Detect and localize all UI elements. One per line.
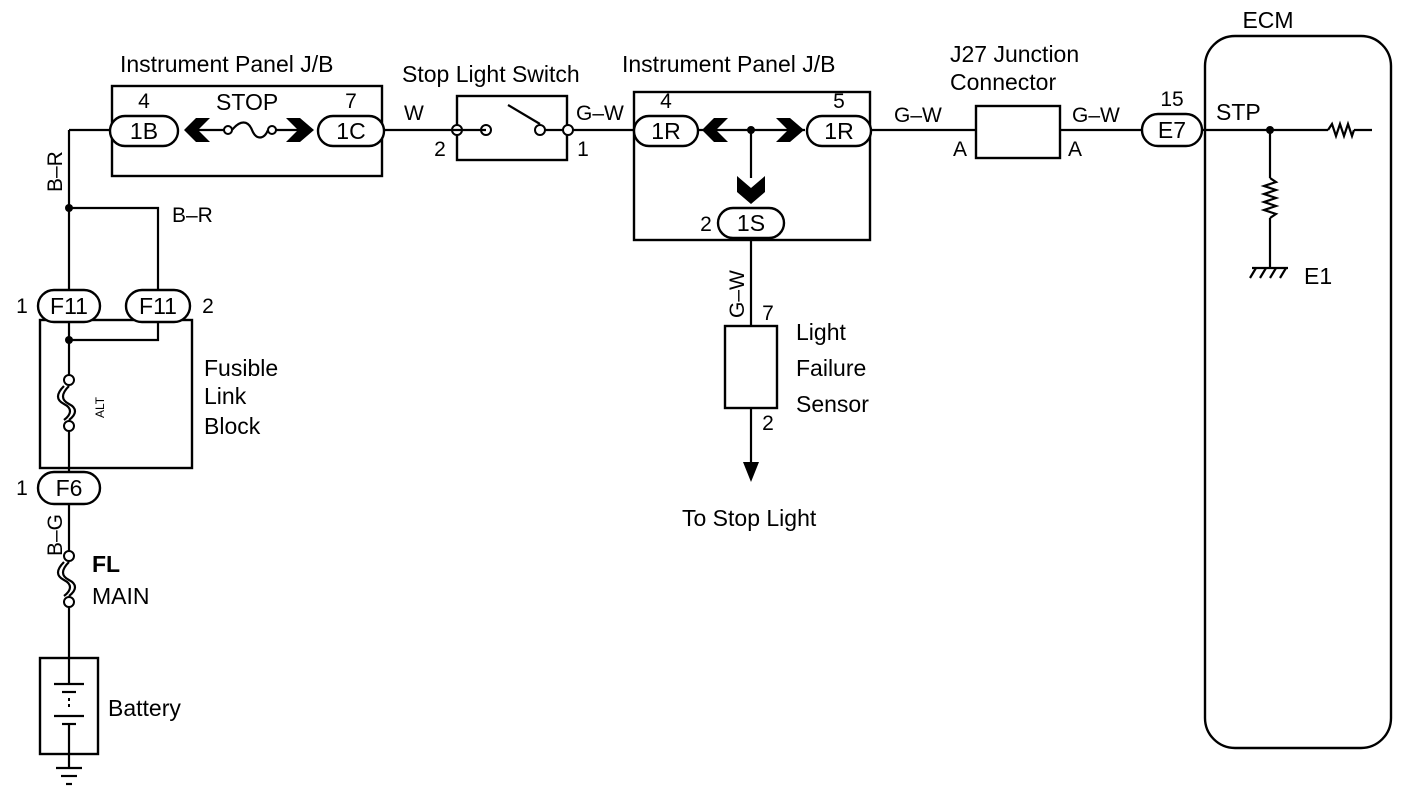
fl-main-fuse-icon	[56, 550, 77, 608]
connector-e7	[1140, 112, 1204, 148]
lfs-label-2: Failure	[796, 355, 866, 381]
wire-code-g-w-to-ecm: G–W	[1072, 104, 1120, 127]
pin-1c-number: 7	[345, 90, 357, 113]
wire-code-b-g: B–G	[44, 514, 67, 556]
fl-main-label-2: MAIN	[92, 583, 150, 609]
fusible-link-label-2: Link	[204, 383, 247, 409]
fusible-link-block-box	[38, 318, 194, 470]
wire-code-g-w-switch-out: G–W	[576, 102, 624, 125]
chevron-left-icon	[184, 118, 210, 142]
resistor-icon	[1327, 120, 1356, 140]
pin-f11-right-number: 2	[202, 295, 214, 318]
connector-f6	[36, 470, 102, 506]
fl-main-label-1: FL	[92, 551, 120, 577]
pin-1s-number: 2	[700, 213, 712, 236]
switch-contact-icon	[451, 104, 574, 136]
stop-light-switch-box	[455, 94, 569, 162]
wire-code-b-r-vertical: B–R	[44, 151, 67, 192]
ecm-title: ECM	[1242, 7, 1293, 33]
j27-title-line1: J27 Junction	[950, 41, 1079, 67]
wire-code-w: W	[404, 102, 424, 125]
connector-f11-right-code: F11	[139, 293, 177, 319]
ip-jb-right-box	[632, 90, 872, 242]
connector-1s	[716, 206, 786, 240]
ecm-box	[1203, 34, 1393, 750]
j27-junction-box	[974, 104, 1062, 160]
connector-1r-left-code: 1R	[651, 118, 680, 144]
pin-1r-left-number: 4	[660, 90, 672, 113]
jb-chevrons	[184, 118, 804, 204]
to-stop-light-label: To Stop Light	[682, 505, 817, 531]
connector-f11-left	[36, 288, 102, 324]
alt-fuse-label: ALT	[93, 396, 107, 418]
wire-code-g-w-to-j27: G–W	[894, 104, 942, 127]
pin-lfs-top-number: 7	[762, 302, 774, 325]
pin-f6-number: 1	[16, 477, 28, 500]
pin-f11-left-number: 1	[16, 295, 28, 318]
e1-ground-label: E1	[1304, 263, 1332, 289]
connector-1r-left	[632, 114, 700, 148]
junction-dot	[747, 126, 755, 134]
connector-1b	[108, 114, 180, 148]
chevron-left-icon	[702, 118, 728, 142]
stop-light-switch-title: Stop Light Switch	[402, 61, 580, 87]
pin-lfs-bottom-number: 2	[762, 412, 774, 435]
connector-e7-code: E7	[1158, 117, 1186, 143]
ground-icon	[56, 766, 82, 786]
chevron-down-icon	[737, 176, 765, 204]
pin-switch-out-number: 1	[577, 138, 589, 161]
stop-fuse-label: STOP	[216, 89, 278, 115]
junction-dot	[65, 336, 73, 344]
resistor-icon	[1260, 177, 1280, 219]
lfs-label-1: Light	[796, 319, 846, 345]
j27-title-line2: Connector	[950, 69, 1056, 95]
junction-dot	[1266, 126, 1274, 134]
connector-1s-code: 1S	[737, 210, 765, 236]
connector-1c-code: 1C	[336, 118, 365, 144]
pin-1b-number: 4	[138, 90, 150, 113]
connector-1r-right	[805, 114, 873, 148]
stop-fuse-icon	[223, 121, 277, 139]
pin-e7-number: 15	[1160, 88, 1183, 111]
light-failure-sensor-box	[723, 324, 779, 410]
fusible-link-label-1: Fusible	[204, 355, 278, 381]
ip-jb-left-title: Instrument Panel J/B	[120, 51, 334, 77]
pin-1r-right-number: 5	[833, 90, 845, 113]
battery-box	[38, 656, 100, 756]
junction-dot	[65, 204, 73, 212]
stp-terminal-label: STP	[1216, 99, 1261, 125]
battery-label: Battery	[108, 695, 181, 721]
alt-fuse-icon	[56, 374, 77, 432]
ip-jb-right-title: Instrument Panel J/B	[622, 51, 836, 77]
lfs-label-3: Sensor	[796, 391, 869, 417]
chassis-ground-icon	[1249, 266, 1288, 279]
connector-1r-right-code: 1R	[824, 118, 853, 144]
connector-f11-left-code: F11	[50, 293, 88, 319]
wire-code-b-r-branch: B–R	[172, 204, 213, 227]
chevron-right-icon	[776, 118, 804, 142]
wire-code-g-w-vertical: G–W	[726, 270, 749, 318]
arrow-down-icon	[743, 462, 759, 482]
connector-1b-code: 1B	[130, 118, 158, 144]
pin-switch-in-number: 2	[434, 138, 446, 161]
connector-f11-right	[124, 288, 192, 324]
battery-icon	[54, 660, 84, 735]
pin-j27-right-letter: A	[1068, 138, 1082, 161]
fusible-link-label-3: Block	[204, 413, 261, 439]
pin-j27-left-letter: A	[953, 138, 967, 161]
connector-f6-code: F6	[56, 475, 83, 501]
chevron-right-icon	[286, 118, 314, 142]
connectors	[36, 112, 1204, 506]
connector-1c	[316, 114, 386, 148]
